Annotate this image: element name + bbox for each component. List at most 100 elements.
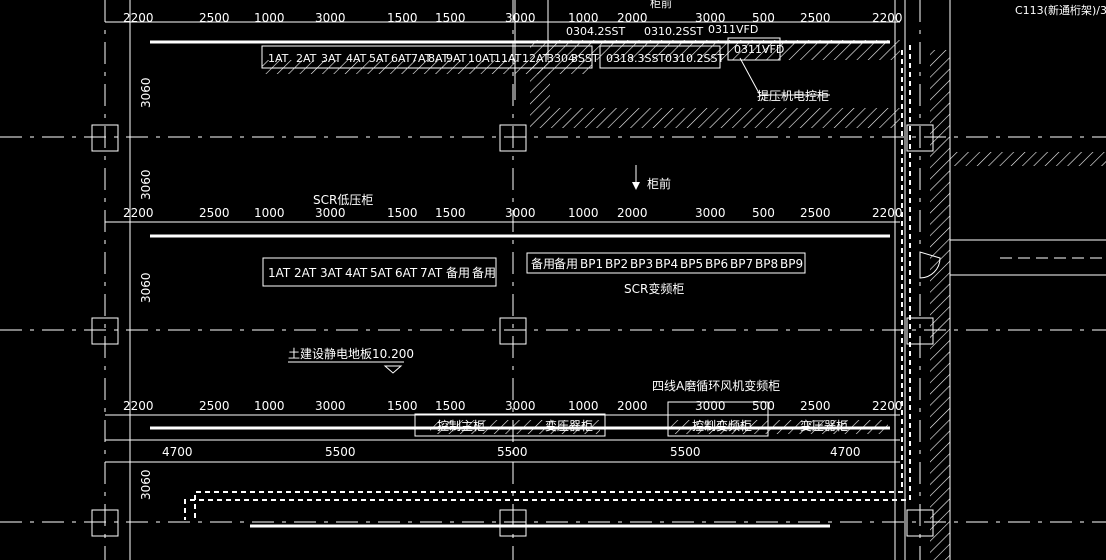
cabinet-label: 1AT <box>268 266 291 280</box>
spacing-text: 3060 <box>139 272 153 303</box>
dim-text: 500 <box>752 11 775 25</box>
cabinet-label: 2AT <box>296 52 317 65</box>
compressor-label: 提压机电控柜 <box>757 88 829 103</box>
cabinet-label: 3SST <box>571 52 599 65</box>
top-right-label: C113(新通桁架)/3.0 <box>1015 3 1106 17</box>
cabinet-label: 12AT <box>522 52 550 65</box>
dim-text: 1000 <box>568 399 599 413</box>
cabinet-label: BP5 <box>680 257 703 271</box>
cable-route <box>184 45 911 520</box>
dim-text: 2200 <box>872 206 903 220</box>
cabinet-label: BP1 <box>580 257 603 271</box>
cabinet-label: BP4 <box>655 257 678 271</box>
cabinet-label: 11AT <box>494 52 522 65</box>
dim-text: 2200 <box>123 399 154 413</box>
cabinet-label: 备用 <box>531 257 555 271</box>
row3-span-dims: 4700 5500 5500 5500 4700 <box>162 445 861 459</box>
spacing-text: 3060 <box>139 169 153 200</box>
frame-lines <box>105 0 1106 560</box>
scr-vfd-cabinets: 备用 备用 BP1 BP2 BP3 BP4 BP5 BP6 BP7 BP8 BP… <box>526 252 806 274</box>
dim-text: 2500 <box>800 206 831 220</box>
cabinet-label: 7AT <box>420 266 443 280</box>
dim-text: 1500 <box>387 11 418 25</box>
dim-text: 2500 <box>800 11 831 25</box>
cabinet-label: 3AT <box>321 52 342 65</box>
cabinet-label: 变压器柜 <box>545 418 593 433</box>
leader-line <box>739 57 830 96</box>
front-label: 柜前 <box>650 0 672 10</box>
cabinet-label: 3AT <box>320 266 343 280</box>
cabinet-label: 控制变频柜 <box>692 418 752 433</box>
cabinet-label: BP3 <box>630 257 653 271</box>
scr-vfd-title: SCR变频柜 <box>624 281 684 296</box>
row2-dims: 2200 2500 1000 3000 1500 1500 3000 1000 … <box>123 206 903 220</box>
civil-label: 土建设静电地板10.200 <box>288 347 414 361</box>
dim-text: 1500 <box>387 206 418 220</box>
cabinet-label: BP6 <box>705 257 728 271</box>
cabinet-label: BP2 <box>605 257 628 271</box>
cabinet-tag: 0311VFD <box>708 23 758 36</box>
dim-text: 2500 <box>199 206 230 220</box>
cabinet-label: BP9 <box>780 257 803 271</box>
dim-text: 2000 <box>617 11 648 25</box>
dim-text: 5500 <box>497 445 528 459</box>
dim-text: 3000 <box>505 11 536 25</box>
cabinet-label: 5AT <box>370 266 393 280</box>
dim-text: 500 <box>752 206 775 220</box>
dim-text: 3000 <box>315 399 346 413</box>
dim-text: 2200 <box>872 399 903 413</box>
cabinet-label: 0311VFD <box>734 43 784 56</box>
dim-text: 2500 <box>800 399 831 413</box>
scr-low-cabinets: 1AT 2AT 3AT 4AT 5AT 6AT 7AT 备用 备用 <box>262 257 497 287</box>
cabinet-label: 7AT <box>411 52 432 65</box>
dim-text: 4700 <box>162 445 193 459</box>
cabinet-label: 1AT <box>268 52 289 65</box>
row-spacing: 3060 3060 3060 3060 <box>139 77 153 500</box>
cabinet-label: 0310.2SST <box>665 52 724 65</box>
row3-dims: 2200 2500 1000 3000 1500 1500 3000 1000 … <box>123 399 903 413</box>
dim-text: 1000 <box>568 11 599 25</box>
dim-text: 2200 <box>123 11 154 25</box>
cabinet-label: 4AT <box>345 266 368 280</box>
cabinet-label: 6AT <box>391 52 412 65</box>
dim-text: 3000 <box>695 11 726 25</box>
dim-text: 3000 <box>315 11 346 25</box>
dim-text: 1500 <box>435 11 466 25</box>
cabinet-label: 3304 <box>547 52 575 65</box>
front-label-2: 柜前 <box>647 176 671 191</box>
dim-text: 3000 <box>695 399 726 413</box>
columns <box>91 124 934 537</box>
dim-text: 2000 <box>617 399 648 413</box>
cabinet-label: 0318.3SST <box>606 52 665 65</box>
dim-text: 1000 <box>254 399 285 413</box>
dim-text: 1000 <box>568 206 599 220</box>
cabinet-label: 4AT <box>346 52 367 65</box>
front-arrow-head <box>632 182 640 190</box>
spacing-text: 3060 <box>139 77 153 108</box>
bus-bars <box>150 40 890 528</box>
dim-text: 4700 <box>830 445 861 459</box>
cabinet-label: BP7 <box>730 257 753 271</box>
dim-text: 2200 <box>872 11 903 25</box>
cabinet-tag: 0304.2SST <box>566 25 625 38</box>
cabinet-label: 备用 <box>472 266 496 280</box>
dim-text: 1000 <box>254 206 285 220</box>
dim-text: 1500 <box>435 399 466 413</box>
dim-text: 3000 <box>695 206 726 220</box>
fan-label: 四线A磨循环风机变频柜 <box>652 378 780 393</box>
dim-text: 2500 <box>199 11 230 25</box>
dim-text: 1500 <box>387 399 418 413</box>
cabinet-label: 备用 <box>446 266 470 280</box>
row1-dims: 2200 2500 1000 3000 1500 1500 3000 1000 … <box>123 11 903 25</box>
cabinet-label: 8AT <box>428 52 449 65</box>
dim-text: 2000 <box>617 206 648 220</box>
cabinet-label: BP8 <box>755 257 778 271</box>
cabinet-label: 2AT <box>294 266 317 280</box>
dim-text: 1000 <box>254 11 285 25</box>
scr-low-title: SCR低压柜 <box>313 193 373 207</box>
level-marker <box>383 365 403 374</box>
cabinet-label: 6AT <box>395 266 418 280</box>
dim-text: 3000 <box>505 206 536 220</box>
